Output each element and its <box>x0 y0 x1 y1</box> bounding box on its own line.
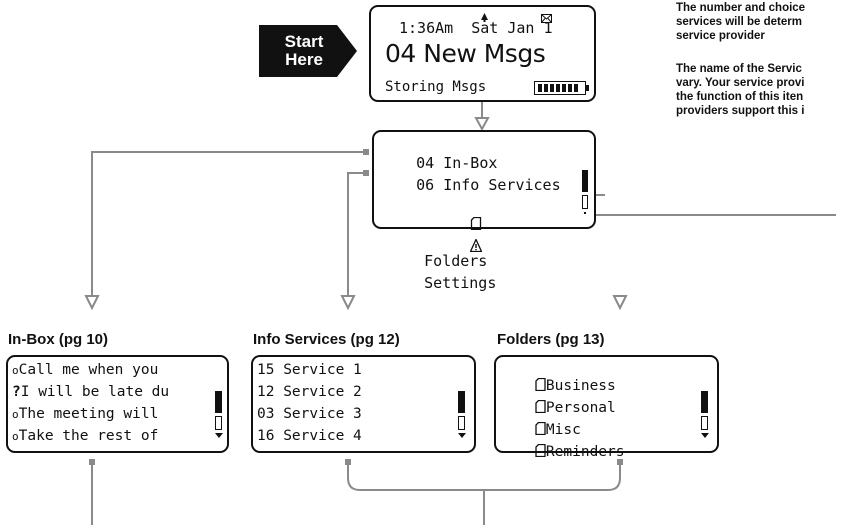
inbox-screen: oCall me when you ?I will be late du oTh… <box>6 355 229 453</box>
folders-scrollbar[interactable] <box>701 391 709 438</box>
folder-icon <box>535 443 546 461</box>
note-service-count: The number and choice services will be d… <box>676 2 806 42</box>
note-service-name: The name of the Servic vary. Your servic… <box>676 63 805 117</box>
inbox-row[interactable]: oTake the rest of <box>12 428 159 444</box>
chevron-down-icon <box>215 433 223 438</box>
service-row[interactable]: 12 Service 2 <box>257 384 362 400</box>
menu-scrollbar[interactable] <box>582 170 588 214</box>
main-menu: 04 In-Box 06 Info Services Folders Setti… <box>372 130 596 292</box>
folder-row[interactable]: Business <box>500 362 616 411</box>
inbox-row[interactable]: oCall me when you <box>12 362 159 378</box>
folder-icon <box>535 421 546 439</box>
start-arrow <box>259 25 357 77</box>
bell-icon <box>480 8 489 27</box>
menu-item-folders[interactable]: Folders <box>380 180 487 288</box>
home-status-line: 1:36Am Sat Jan 1 <box>399 19 553 37</box>
folders-title: Folders (pg 13) <box>497 331 605 348</box>
folder-row[interactable]: Misc <box>500 406 581 455</box>
folder-icon <box>535 399 546 417</box>
chevron-down-icon <box>701 433 709 438</box>
home-screen: 1:36Am Sat Jan 1 04 New Msgs Storing Msg… <box>369 5 596 102</box>
info-services-title: Info Services (pg 12) <box>253 331 400 348</box>
home-headline: 04 New Msgs <box>385 39 546 68</box>
inbox-row[interactable]: ?I will be late du <box>12 384 170 400</box>
warning-icon <box>416 220 483 274</box>
chevron-down-icon <box>458 433 466 438</box>
inbox-title: In-Box (pg 10) <box>8 331 108 348</box>
menu-item-settings[interactable]: Settings <box>380 202 496 310</box>
service-row[interactable]: 15 Service 1 <box>257 362 362 378</box>
inbox-scrollbar[interactable] <box>215 391 223 438</box>
menu-item-info-services[interactable]: 06 Info Services <box>380 158 561 212</box>
folder-icon <box>416 198 482 252</box>
service-row[interactable]: 03 Service 3 <box>257 406 362 422</box>
service-row[interactable]: 16 Service 4 <box>257 428 362 444</box>
inbox-row[interactable]: oThe meeting will <box>12 406 159 422</box>
info-services-screen: 15 Service 1 12 Service 2 03 Service 3 1… <box>251 355 476 453</box>
info-services-scrollbar[interactable] <box>458 391 466 438</box>
menu-item-label: 04 In-Box <box>416 154 498 172</box>
menu-item-label: 06 Info Services <box>416 176 561 194</box>
folders-screen: Business Personal Misc Reminders <box>494 355 719 460</box>
menu-item-inbox[interactable]: 04 In-Box <box>380 136 497 190</box>
home-footer: Storing Msgs <box>385 79 487 95</box>
folder-row[interactable]: Personal <box>500 384 616 433</box>
folder-row[interactable]: Reminders <box>500 428 625 477</box>
envelope-icon <box>541 8 552 27</box>
menu-item-label: Settings <box>424 274 497 292</box>
folder-icon <box>535 377 546 395</box>
battery-icon <box>534 80 590 99</box>
menu-item-label: Folders <box>424 252 488 270</box>
start-label: Start Here <box>284 32 324 69</box>
